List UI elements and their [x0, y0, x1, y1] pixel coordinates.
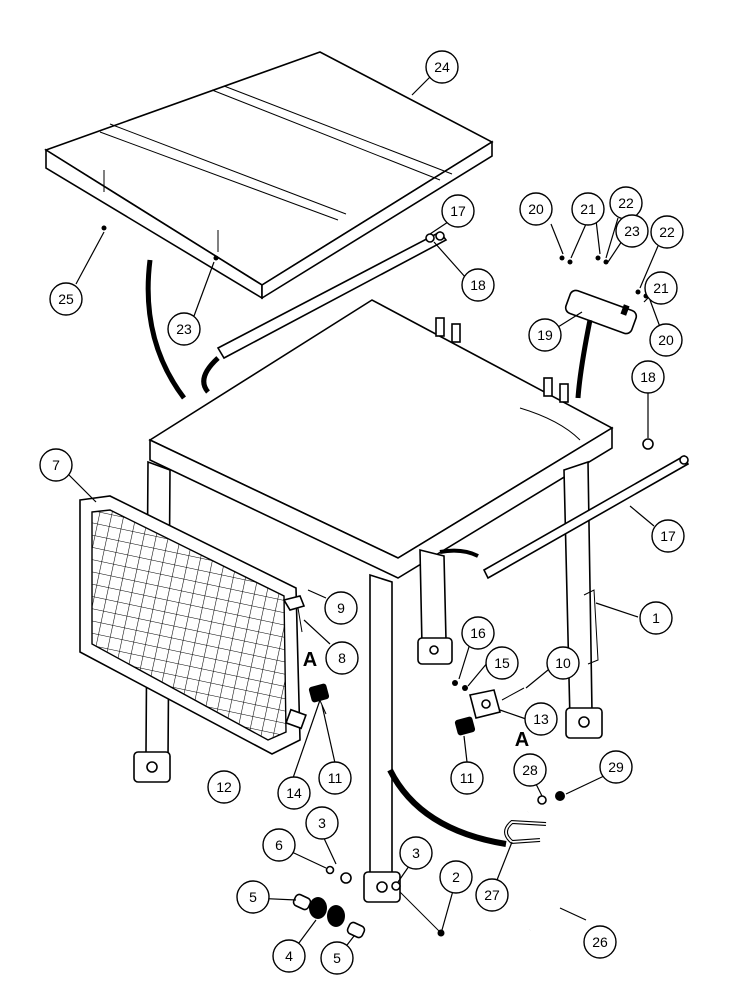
callout-7: 7 — [52, 457, 60, 473]
callout-20b: 20 — [658, 332, 674, 348]
mount-bracket — [469, 689, 501, 719]
callout-16: 16 — [470, 625, 486, 641]
callout-24: 24 — [434, 59, 450, 75]
callout-6: 6 — [275, 837, 283, 853]
u-bolt — [504, 819, 547, 845]
callout-17b: 17 — [660, 528, 676, 544]
callout-21a: 21 — [580, 201, 596, 217]
callout-21b: 21 — [653, 280, 669, 296]
callout-3a: 3 — [318, 815, 326, 831]
small-hardware — [101, 225, 654, 805]
callout-22a: 22 — [618, 195, 634, 211]
callout-19: 19 — [537, 327, 553, 343]
foam-pad — [44, 51, 494, 300]
callout-29: 29 — [608, 759, 624, 775]
callout-25: 25 — [58, 291, 74, 307]
callout-11a: 11 — [328, 770, 343, 786]
mount-hardware — [292, 865, 445, 939]
callout-20a: 20 — [528, 201, 544, 217]
callout-14: 14 — [286, 785, 302, 801]
callout-15: 15 — [494, 655, 510, 671]
callout-2: 2 — [452, 869, 460, 885]
callout-11b: 11 — [460, 770, 475, 786]
callout-28: 28 — [522, 762, 538, 778]
callout-26: 26 — [592, 934, 608, 950]
callout-12: 12 — [216, 779, 232, 795]
callout-22b: 22 — [659, 224, 675, 240]
callout-23b: 23 — [176, 321, 192, 337]
callout-17a: 17 — [450, 203, 466, 219]
callout-23a: 23 — [624, 223, 640, 239]
rail-side — [482, 454, 690, 580]
callout-18b: 18 — [640, 369, 656, 385]
assembly-arrows — [145, 259, 593, 847]
detail-marker-a-right: A — [515, 729, 529, 751]
rail-rear — [216, 230, 448, 360]
grab-handle — [527, 804, 603, 932]
callout-27: 27 — [484, 887, 500, 903]
cushion-mount-right — [454, 716, 476, 736]
callout-bubbles: 1 2 3 3 4 5 5 6 7 8 9 10 11 11 12 13 14 … — [39, 50, 685, 975]
callout-4: 4 — [285, 948, 293, 964]
callout-13: 13 — [533, 711, 549, 727]
detail-marker-a-left: A — [303, 649, 317, 671]
cushion-mount-left — [308, 683, 330, 703]
callout-9: 9 — [337, 600, 345, 616]
work-light — [564, 289, 638, 335]
screen-guard — [79, 495, 307, 755]
callout-8: 8 — [338, 650, 346, 666]
callout-5a: 5 — [249, 889, 257, 905]
callout-3b: 3 — [412, 845, 420, 861]
callout-10: 10 — [555, 655, 571, 671]
callout-5b: 5 — [333, 950, 341, 966]
callout-18a: 18 — [470, 277, 486, 293]
callout-1: 1 — [652, 610, 660, 626]
